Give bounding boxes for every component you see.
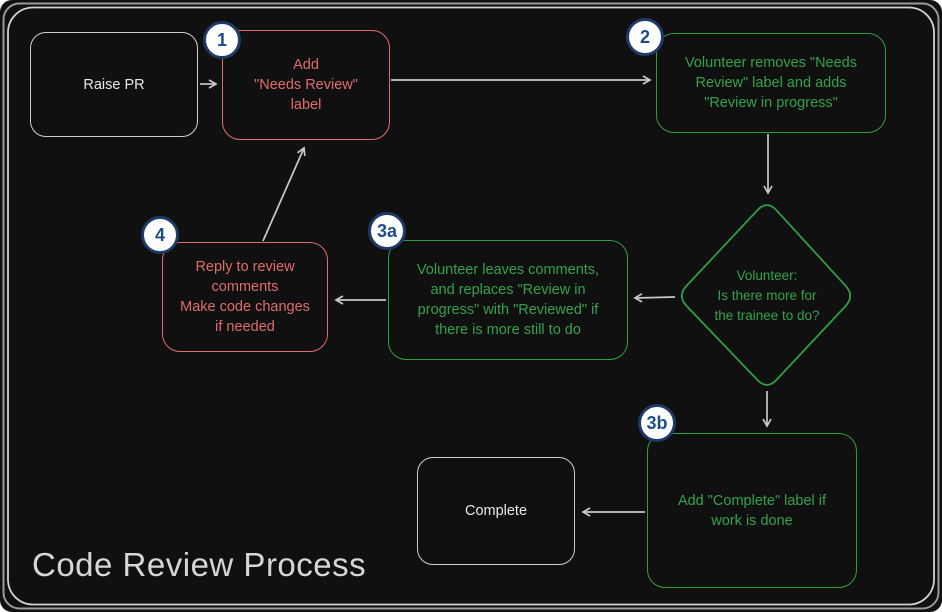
- step-badge-3b: 3b: [638, 404, 676, 442]
- frame-inner-rect: [7, 6, 935, 606]
- node-reply-to-review-comments: Reply to review comments Make code chang…: [162, 242, 328, 352]
- step-badge-4: 4: [141, 216, 179, 254]
- diagram-title: Code Review Process: [32, 546, 367, 583]
- decision-diamond-shape: [680, 204, 852, 386]
- node-complete: Complete: [417, 457, 575, 565]
- step-badge-2: 2: [626, 18, 664, 56]
- edge-reply-to-needsreview: [262, 146, 306, 242]
- node-decision-text: Volunteer: Is there more for the trainee…: [714, 267, 820, 324]
- node-volunteer-removes-label: Volunteer removes "Needs Review" label a…: [656, 33, 886, 133]
- edge-decision-to-leaves: [633, 293, 676, 303]
- step-badge-3a: 3a: [368, 212, 406, 250]
- node-raise-pr: Raise PR: [30, 32, 198, 137]
- step-badge-1: 1: [203, 21, 241, 59]
- node-add-needs-review-label: Add "Needs Review" label: [222, 30, 390, 140]
- node-volunteer-leaves-comments: Volunteer leaves comments, and replaces …: [388, 240, 628, 360]
- node-add-complete-label: Add "Complete" label if work is done: [647, 433, 857, 588]
